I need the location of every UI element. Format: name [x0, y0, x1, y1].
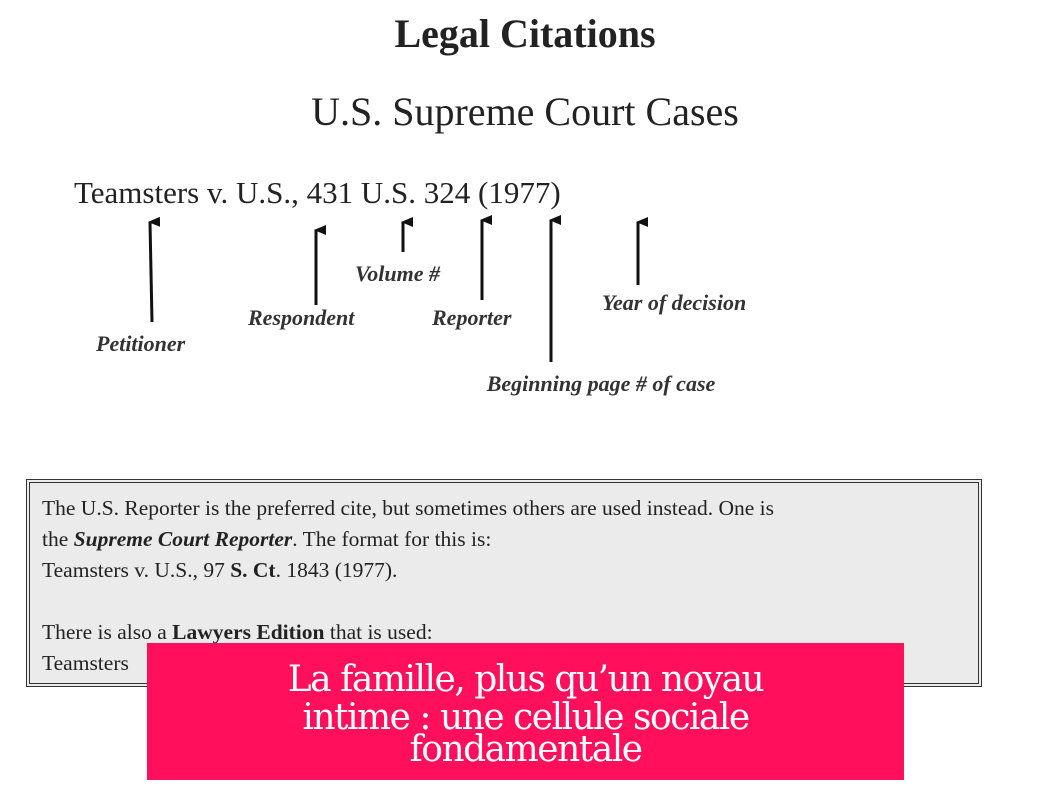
page-subtitle: U.S. Supreme Court Cases — [311, 89, 739, 134]
info-line-4: There is also a Lawyers Edition that is … — [42, 617, 966, 648]
citation-versus: v. — [199, 175, 236, 210]
banner-line-2: intime : une cellule sociale — [302, 697, 750, 738]
info-line-5: Teamsters — [42, 651, 129, 675]
info-line-4-pre: There is also a — [42, 620, 173, 644]
info-line-4-post: that is used: — [324, 620, 433, 644]
label-respondent: Respondent — [248, 305, 355, 330]
citation-year: (1977) — [470, 175, 561, 210]
info-line-2-post: . The format for this is: — [292, 527, 492, 551]
citation-page: 324 — [416, 175, 471, 210]
sct-term: S. Ct — [230, 558, 276, 582]
label-reporter: Reporter — [432, 305, 512, 330]
citation-petitioner: Teamsters — [74, 175, 200, 210]
banner-line-1: La famille, plus qu’un noyau — [287, 659, 765, 700]
info-line-3-post: . 1843 (1977). — [275, 558, 398, 582]
info-line-1: The U.S. Reporter is the preferred cite,… — [42, 496, 774, 520]
arrow-petitioner — [148, 216, 161, 323]
supreme-court-reporter-term: Supreme Court Reporter — [73, 527, 293, 551]
citation-reporter: U.S. — [353, 175, 417, 210]
info-line-3: Teamsters v. U.S., 97 S. Ct. 1843 (1977)… — [42, 555, 966, 586]
page-title: Legal Citations — [394, 11, 656, 56]
info-line-2-pre: the — [42, 527, 74, 551]
citation-volume: 431 — [298, 175, 354, 210]
info-line-2: the Supreme Court Reporter. The format f… — [42, 524, 966, 555]
lawyers-edition-term: Lawyers Edition — [172, 620, 325, 644]
info-line-3-pre: Teamsters v. U.S., 97 — [42, 558, 231, 582]
label-beginning-page: Beginning page # of case — [486, 371, 716, 396]
label-year: Year of decision — [602, 290, 747, 315]
banner-line-3: fondamentale — [409, 729, 643, 770]
citation-example: Teamsters v. U.S., 431 U.S. 324 (1977) — [74, 175, 561, 211]
citation-respondent: U.S., — [235, 175, 299, 210]
label-petitioner: Petitioner — [96, 331, 186, 356]
label-volume: Volume # — [355, 261, 440, 286]
article-title-banner[interactable]: La famille, plus qu’un noyau intime : un… — [147, 643, 904, 780]
